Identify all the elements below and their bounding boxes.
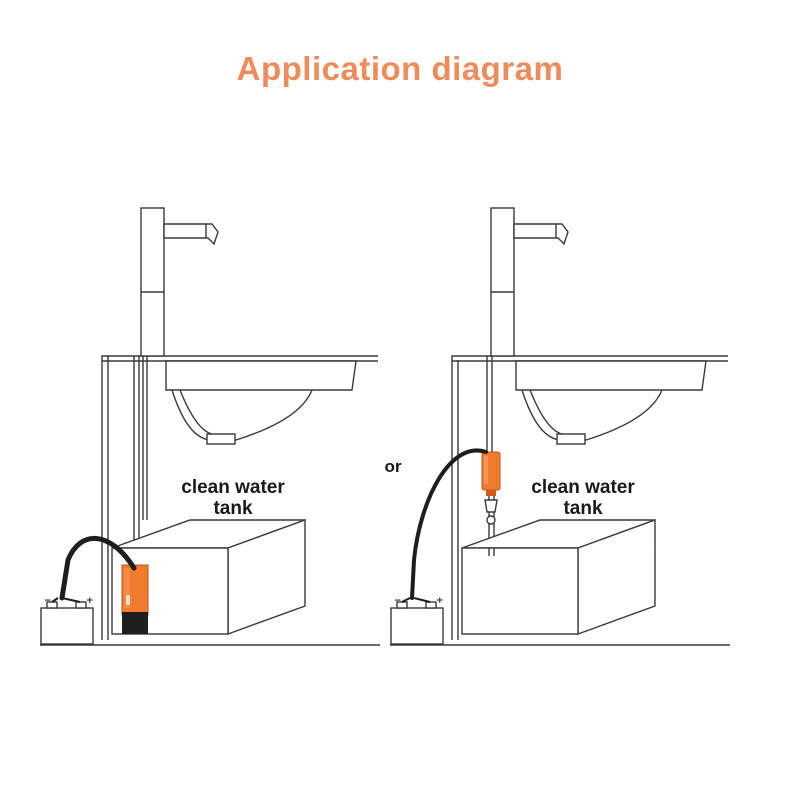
diagram-title: Application diagram <box>236 50 564 87</box>
left-faucet <box>140 207 219 357</box>
or-connector: or <box>385 457 402 476</box>
left-scene: − + clean water tank <box>40 207 380 646</box>
left-sink <box>165 360 357 445</box>
left-battery-plus: + <box>86 596 94 606</box>
left-pump <box>121 564 149 634</box>
left-tank-label-line2: tank <box>213 498 253 519</box>
left-battery: − + <box>40 596 94 645</box>
right-battery: − + <box>390 596 444 645</box>
right-battery-plus: + <box>436 596 444 606</box>
right-battery-minus: − <box>394 596 402 606</box>
right-power-cable <box>410 448 488 600</box>
right-faucet <box>490 207 569 357</box>
left-battery-minus: − <box>44 596 52 606</box>
left-power-cable <box>59 535 137 601</box>
right-inline-pump <box>481 451 501 525</box>
left-water-tank <box>111 519 306 635</box>
right-sink <box>515 360 707 445</box>
right-tank-label-line1: clean water <box>531 477 635 498</box>
left-water-hose <box>133 356 148 565</box>
right-scene: − + clean water tank <box>390 207 730 646</box>
right-water-tank <box>461 519 656 635</box>
right-tank-label-line2: tank <box>563 498 603 519</box>
left-tank-label-line1: clean water <box>181 477 285 498</box>
